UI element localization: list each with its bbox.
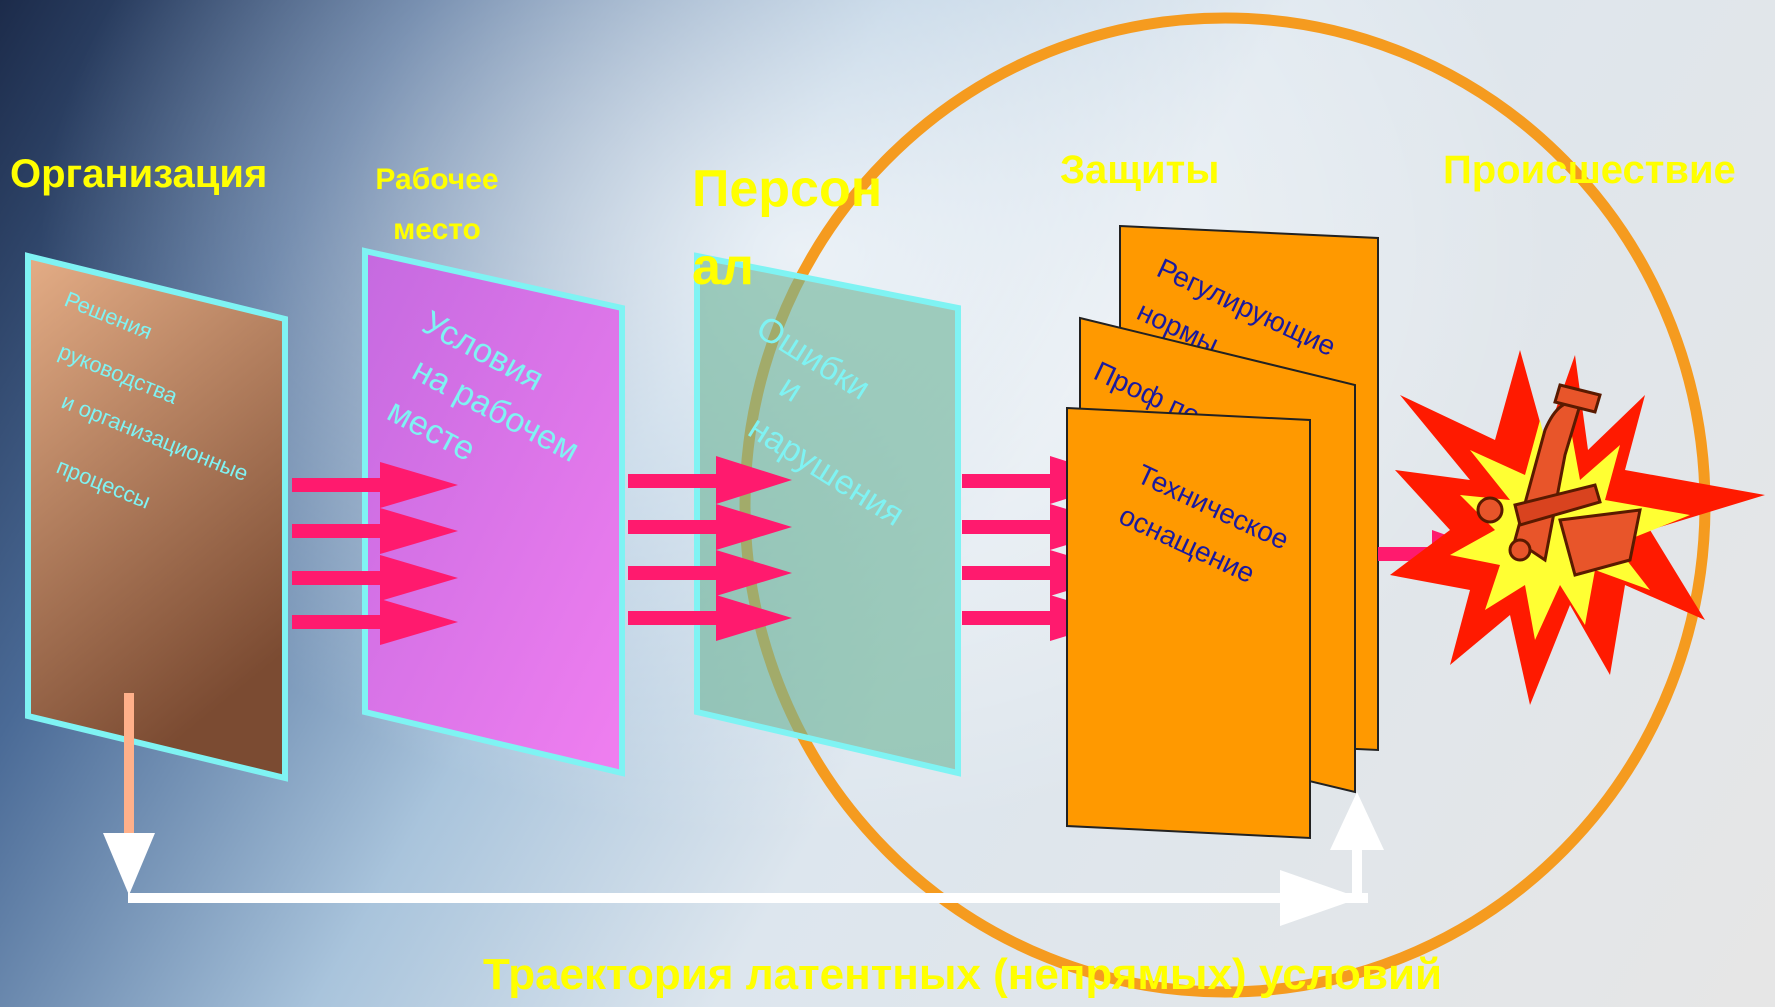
stage-label-incident: Происшествие <box>1443 148 1736 192</box>
stage-label-personnel: Персон ал <box>692 160 883 296</box>
falling-airplane-icon <box>1476 383 1642 577</box>
personnel-panel: Ошибки и нарушения <box>694 252 961 777</box>
stage-label-defenses: Защиты <box>1060 148 1220 192</box>
arrows-org-to-workplace <box>292 462 458 645</box>
workplace-panel: Условия на рабочем месте <box>362 247 625 777</box>
stage-label-workplace: Рабочее место <box>375 163 499 246</box>
bottom-caption: Траектория латентных (непрямых) условий <box>483 950 1443 999</box>
organization-panel: Решения руководства и организационные пр… <box>25 252 288 782</box>
arrows-workplace-to-personnel <box>628 456 792 641</box>
latent-trajectory-arrow <box>103 693 1384 926</box>
defense-sheet-front: Техническое оснащение <box>1066 406 1311 840</box>
stage-label-organization: Организация <box>10 152 268 196</box>
